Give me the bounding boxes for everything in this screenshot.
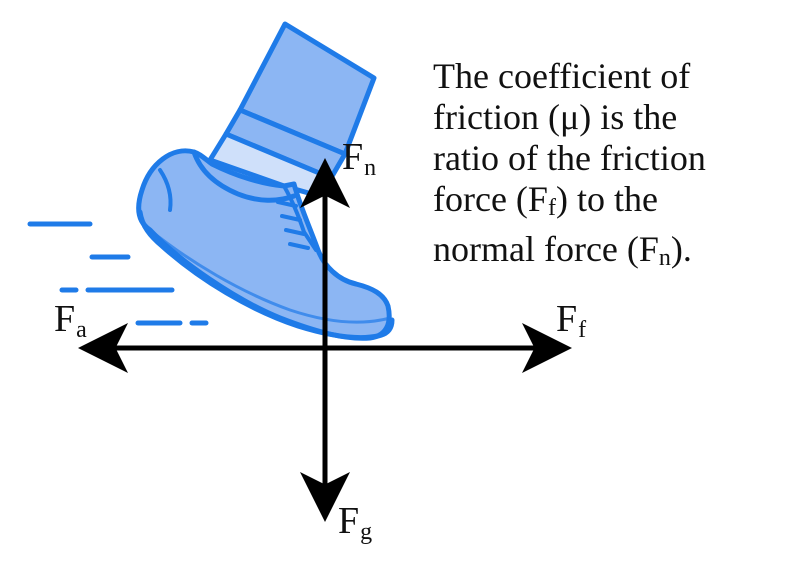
lace [280, 214, 302, 222]
caption-line-3: ratio of the friction [433, 138, 706, 178]
applied-force-label: Fa [54, 300, 87, 349]
lace [288, 242, 310, 250]
motion-lines [27, 221, 209, 326]
gravity-force-label: Fg [338, 502, 372, 551]
normal-force-label: Fn [342, 138, 376, 187]
lace [284, 228, 306, 236]
shoe-sole-edge [148, 228, 392, 324]
caption-line-2: friction (μ) is the [433, 97, 678, 137]
shoe-collar [191, 149, 297, 203]
caption-line-5-post: ). [670, 229, 692, 269]
caption-line-4-subscript: f [547, 195, 556, 221]
lace [276, 200, 298, 208]
normal-force-subscript: n [364, 155, 377, 181]
gravity-force-subscript: g [360, 519, 373, 545]
friction-force-subscript: f [578, 317, 587, 343]
caption-line-4-pre: force (F [433, 179, 548, 219]
caption-line-1: The coefficient of [433, 56, 691, 96]
shoe-laces [276, 200, 310, 250]
caption-line-4: force (Ff) to the [433, 179, 773, 229]
applied-force-subscript: a [76, 317, 87, 343]
shoe-heel-tab [158, 168, 173, 212]
caption-line-4-post: ) to the [555, 179, 658, 219]
caption-line-5-pre: normal force (F [433, 229, 659, 269]
friction-caption: The coefficient of friction (μ) is the r… [433, 56, 773, 279]
normal-force-symbol: F [342, 136, 364, 178]
gravity-force-symbol: F [338, 500, 360, 542]
applied-force-symbol: F [54, 298, 76, 340]
caption-line-5-subscript: n [658, 245, 671, 271]
friction-force-label: Ff [556, 300, 586, 349]
shoe-sole [137, 209, 395, 340]
caption-line-5: normal force (Fn). [433, 229, 773, 279]
friction-force-symbol: F [556, 298, 578, 340]
force-arrows [78, 158, 572, 522]
